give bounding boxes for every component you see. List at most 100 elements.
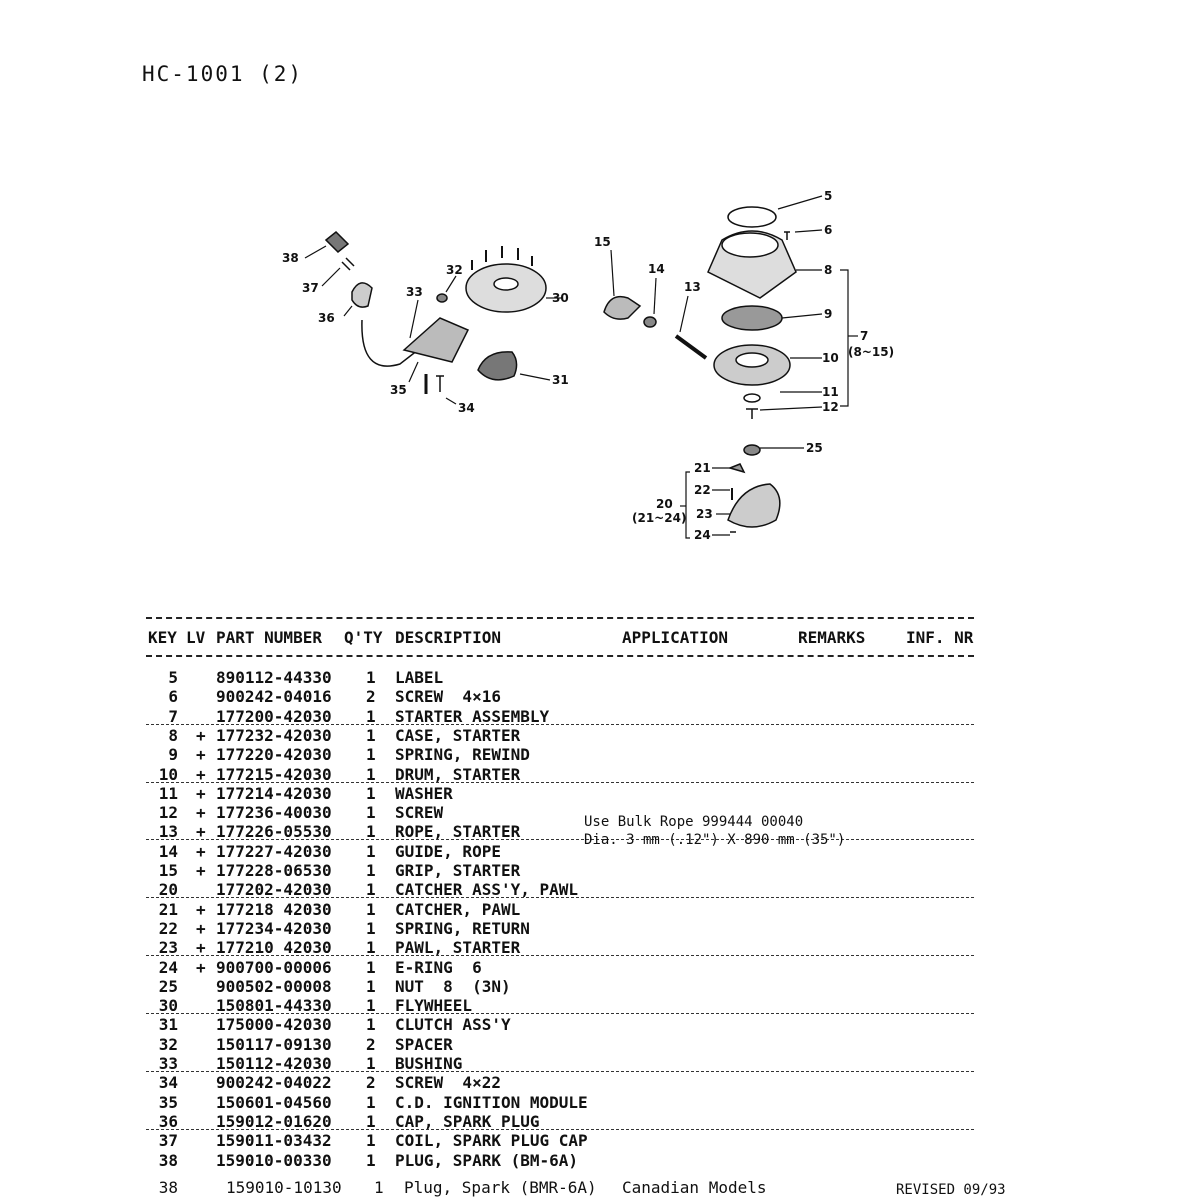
starter-grip-part (603, 295, 642, 320)
table-header-rule (146, 655, 974, 657)
header-inf-nr: INF. NR (906, 628, 974, 647)
row-qty: 1 (366, 1131, 376, 1150)
row-part-number: 175000-42030 (216, 1015, 332, 1034)
nut-part (743, 444, 761, 456)
row-qty: 1 (366, 842, 376, 861)
row-key: 30 (158, 996, 178, 1015)
row-part-number: 900502-00008 (216, 977, 332, 996)
row-key: 5 (168, 668, 178, 687)
row-qty: 1 (366, 1054, 376, 1073)
callout-21-24: (21~24) (632, 511, 686, 525)
row-qty: 1 (366, 822, 376, 841)
row-part-number: 177215-42030 (216, 765, 332, 784)
row-qty: 1 (366, 958, 376, 977)
row-key: 14 (158, 842, 178, 861)
row-key: 22 (158, 919, 178, 938)
row-application: Canadian Models (622, 1178, 767, 1197)
callout-7: 7 (860, 329, 868, 343)
row-level: + (196, 726, 206, 745)
callout-8-15: (8~15) (848, 345, 894, 359)
row-description: SCREW 4×22 (395, 1073, 501, 1092)
row-part-number: 159011-03432 (216, 1131, 332, 1150)
row-key: 8 (168, 726, 178, 745)
row-description: FLYWHEEL (395, 996, 473, 1015)
callout-35: 35 (390, 383, 407, 397)
row-description: CAP, SPARK PLUG (395, 1112, 540, 1131)
callout-9: 9 (824, 307, 832, 321)
header-lv: LV (186, 628, 206, 647)
row-description: PAWL, STARTER (395, 938, 521, 957)
row-level: + (196, 938, 206, 957)
row-qty: 1 (366, 919, 376, 938)
washer-part (743, 393, 761, 403)
row-description: WASHER (395, 784, 453, 803)
callout-38: 38 (282, 251, 299, 265)
spark-plug-cap-part (351, 282, 373, 308)
row-part-number: 177202-42030 (216, 880, 332, 899)
row-part-number: 177234-42030 (216, 919, 332, 938)
callout-30: 30 (552, 291, 569, 305)
header-application: APPLICATION (622, 628, 728, 647)
row-key: 32 (158, 1035, 178, 1054)
row-key: 37 (158, 1131, 178, 1150)
row-qty: 1 (366, 861, 376, 880)
row-qty: 2 (366, 1073, 376, 1092)
row-qty: 1 (366, 1112, 376, 1131)
row-qty: 1 (366, 745, 376, 764)
table-top-rule (146, 617, 974, 619)
plug-cap-coil-part (341, 257, 355, 271)
row-description: GRIP, STARTER (395, 861, 521, 880)
row-level: + (196, 842, 206, 861)
row-qty: 1 (366, 784, 376, 803)
row-level: + (196, 784, 206, 803)
row-description: SPRING, REWIND (395, 745, 530, 764)
row-description: COIL, SPARK PLUG CAP (395, 1131, 588, 1150)
row-key: 15 (158, 861, 178, 880)
row-key: 31 (158, 1015, 178, 1034)
row-part-number: 177227-42030 (216, 842, 332, 861)
callout-20: 20 (656, 497, 673, 511)
row-description: ROPE, STARTER (395, 822, 521, 841)
row-qty: 2 (366, 687, 376, 706)
callout-10: 10 (822, 351, 839, 365)
row-description: SPACER (395, 1035, 453, 1054)
row-description: Plug, Spark (BMR-6A) (404, 1178, 597, 1197)
row-description: CLUTCH ASS'Y (395, 1015, 511, 1034)
screw-34-part (436, 375, 444, 392)
callout-21: 21 (694, 461, 711, 475)
callout-23: 23 (696, 507, 713, 521)
row-key: 38 (158, 1151, 178, 1170)
header-qty: Q'TY (344, 628, 383, 647)
row-key: 20 (158, 880, 178, 899)
row-key: 23 (158, 938, 178, 957)
row-qty: 1 (374, 1178, 384, 1197)
header-remarks: REMARKS (798, 628, 866, 647)
row-qty: 1 (366, 977, 376, 996)
row-description: DRUM, STARTER (395, 765, 521, 784)
callout-13: 13 (684, 280, 701, 294)
row-description: SCREW (395, 803, 444, 822)
row-key: 36 (158, 1112, 178, 1131)
row-key: 9 (168, 745, 178, 764)
row-key: 34 (158, 1073, 178, 1092)
row-key: 13 (158, 822, 178, 841)
header-key: KEY (148, 628, 177, 647)
table-row: 31 175000-42030 1 CLUTCH ASS'Y (0, 1015, 1200, 1034)
row-qty: 1 (366, 1015, 376, 1034)
row-key: 12 (158, 803, 178, 822)
row-key: 11 (158, 784, 178, 803)
